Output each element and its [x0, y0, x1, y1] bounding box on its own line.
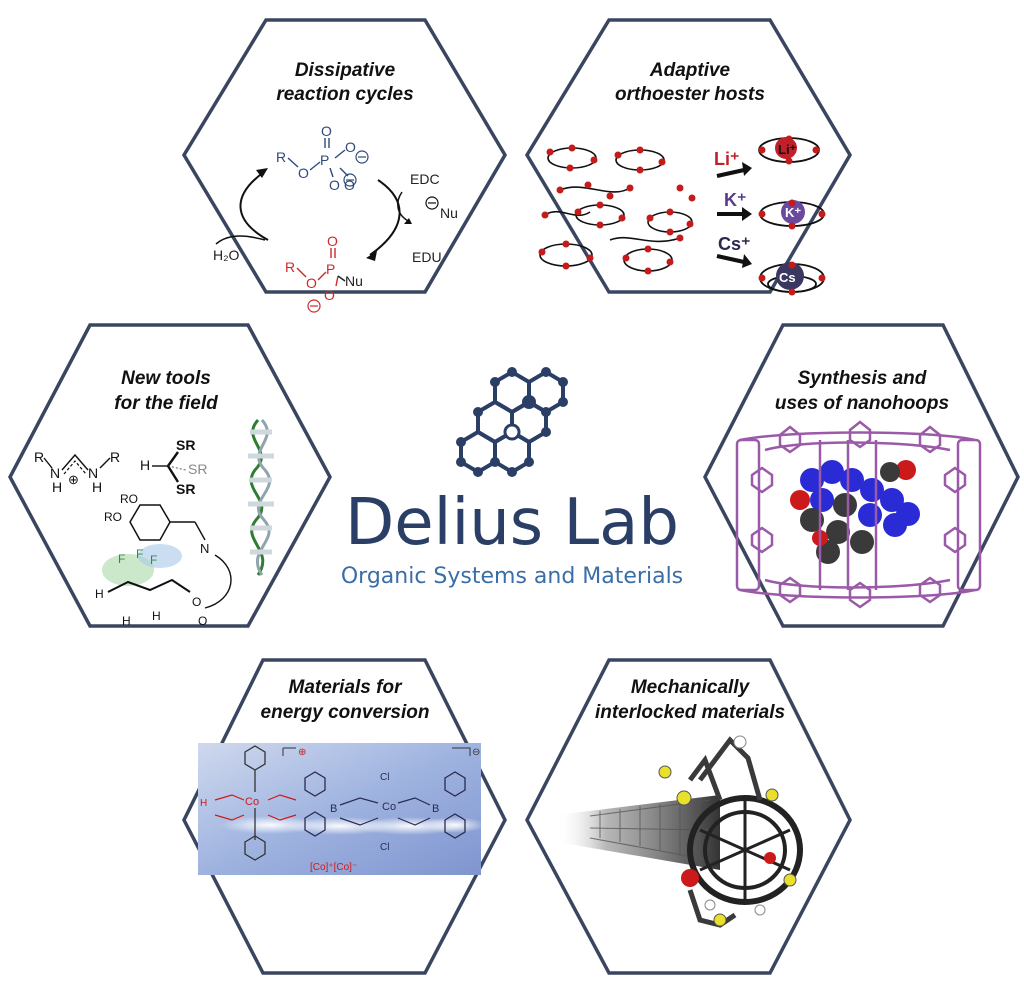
p-bot-label: P — [326, 261, 335, 277]
tools-h2: H — [92, 479, 102, 495]
tools-ro1: RO — [120, 492, 138, 506]
brand-name: Delius Lab — [345, 486, 679, 560]
ion-li-label: Li⁺ — [714, 149, 740, 169]
tools-n1: N — [50, 465, 60, 481]
dissipative-scheme: R O P O O O O R O P — [213, 123, 458, 313]
ion-cs-label: Cs⁺ — [718, 234, 751, 254]
charge-right: ⊖ — [472, 747, 480, 758]
title-orthoester-2: orthoester hosts — [615, 84, 765, 105]
tools-hc: H — [140, 457, 150, 473]
title-orthoester-1: Adaptive — [649, 60, 731, 81]
orthoester-scheme: Li⁺ K⁺ Cs⁺ Li⁺ K⁺ Cs — [538, 135, 826, 296]
r-top-label: R — [276, 149, 286, 165]
title-nanohoops-1: Synthesis and — [798, 368, 927, 389]
svg-text:H: H — [152, 609, 161, 623]
tools-n: N — [200, 541, 209, 556]
h-left: H — [200, 798, 207, 809]
tools-o: O — [192, 595, 201, 609]
co-formula: [Co]⁺[Co]⁻ — [310, 862, 357, 873]
title-nanohoops-2: uses of nanohoops — [775, 393, 949, 414]
svg-text:Cl: Cl — [380, 842, 389, 853]
co-left: Co — [245, 796, 259, 808]
cl-top: Cl — [380, 772, 389, 783]
energy-scheme: ⊕ ⊖ Co H B Co Cl Cl B [Co]⁺[Co]⁻ — [198, 743, 485, 875]
nu-bot-label: Nu — [345, 273, 363, 289]
o-top-label: O — [298, 165, 309, 181]
nu-label: Nu — [440, 205, 458, 221]
nanohoops-scheme — [735, 420, 982, 609]
delius-lab-logo: Delius Lab Organic Systems and Materials — [341, 367, 683, 589]
tools-sr1: SR — [176, 437, 195, 453]
tools-r1: R — [34, 449, 44, 465]
tools-h1: H — [52, 479, 62, 495]
title-dissipative-1: Dissipative — [295, 60, 396, 81]
title-tools-2: for the field — [114, 393, 218, 414]
ion-k-center: K⁺ — [785, 205, 801, 220]
tools-f: F — [118, 552, 125, 566]
tools-n2: N — [88, 465, 98, 481]
tools-plus: ⊕ — [68, 472, 79, 487]
tools-sr2: SR — [188, 461, 207, 477]
svg-text:H: H — [122, 614, 131, 628]
svg-text:B: B — [432, 803, 439, 815]
svg-text:O: O — [345, 139, 356, 155]
edc-label: EDC — [410, 171, 440, 187]
interlocked-scheme — [557, 735, 803, 928]
brand-subtitle: Organic Systems and Materials — [341, 564, 683, 589]
charge-left: ⊕ — [298, 747, 306, 758]
svg-text:O: O — [324, 287, 335, 303]
tools-sr3: SR — [176, 481, 195, 497]
title-interlocked-2: interlocked materials — [595, 702, 785, 723]
ion-cs-center: Cs — [779, 270, 796, 285]
ion-k-label: K⁺ — [724, 190, 747, 210]
co-right: Co — [382, 801, 396, 813]
title-energy-1: Materials for — [289, 677, 404, 698]
tools-h: H — [95, 587, 104, 601]
title-energy-2: energy conversion — [261, 702, 430, 723]
p-top-label: P — [320, 152, 329, 168]
b-left: B — [330, 803, 337, 815]
hexagon-network-icon — [459, 369, 565, 475]
svg-text:O: O — [329, 177, 340, 193]
h2o-label: H₂O — [213, 247, 240, 263]
svg-text:O: O — [327, 233, 338, 249]
svg-text:O: O — [198, 614, 207, 628]
svg-text:F: F — [150, 553, 157, 567]
svg-text:O: O — [344, 177, 355, 193]
edu-label: EDU — [412, 249, 442, 265]
tools-r2: R — [110, 449, 120, 465]
svg-text:F: F — [136, 547, 143, 561]
svg-text:O: O — [321, 123, 332, 139]
ion-li-center: Li⁺ — [778, 142, 797, 157]
r-bot-label: R — [285, 259, 295, 275]
tools-ro2: RO — [104, 510, 122, 524]
hex-dissipative — [181, 18, 508, 294]
title-dissipative-2: reaction cycles — [276, 84, 413, 105]
tools-scheme: R N H N H R ⊕ H SR SR SR RO RO N F F F H… — [34, 418, 274, 628]
title-interlocked-1: Mechanically — [631, 677, 751, 698]
title-tools-1: New tools — [121, 368, 211, 389]
o-bot-label: O — [306, 275, 317, 291]
